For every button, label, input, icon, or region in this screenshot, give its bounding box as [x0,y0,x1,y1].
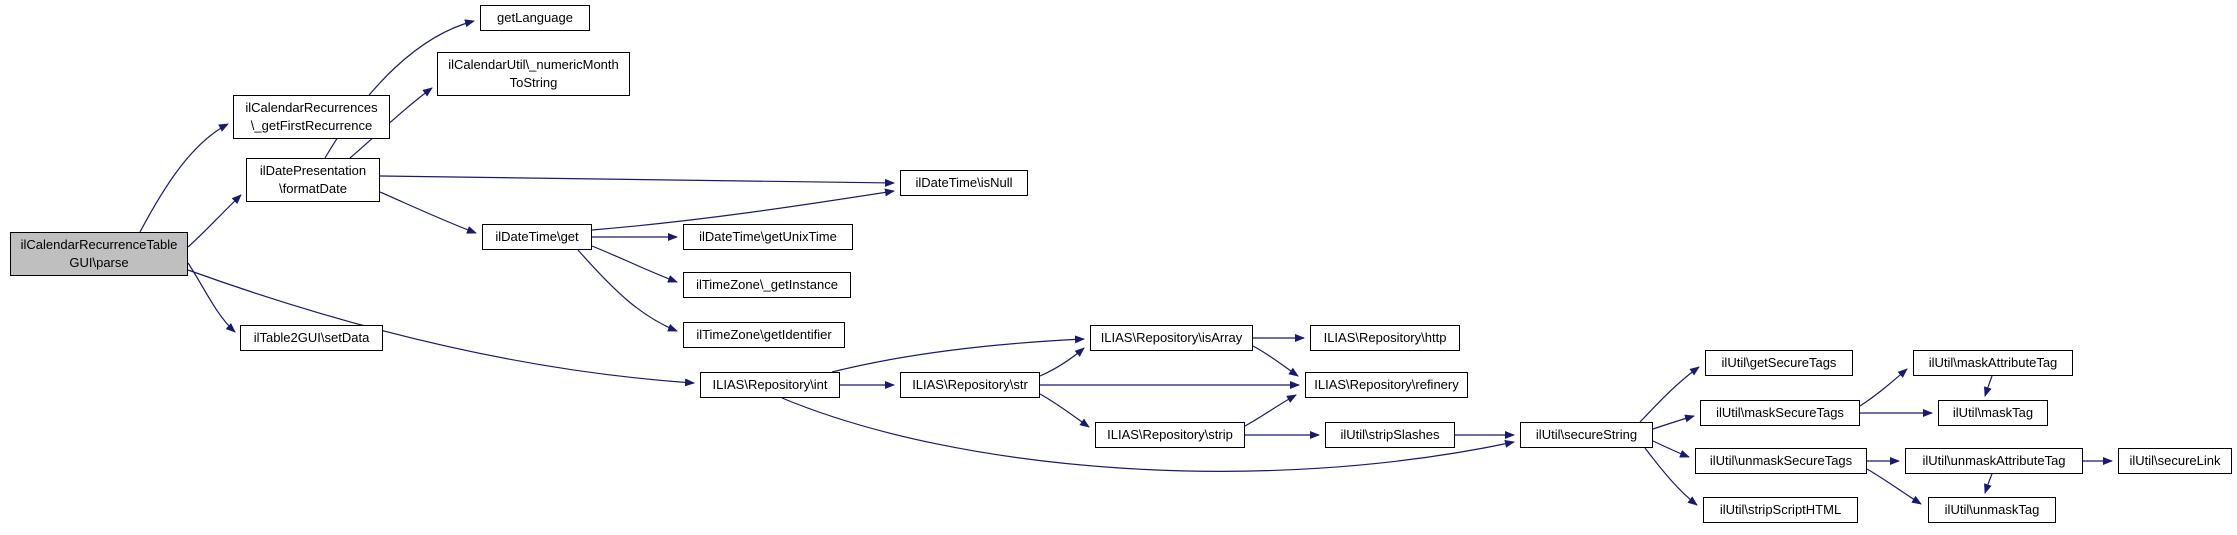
node-ilias-repository-refinery[interactable]: ILIAS\Repository\refinery [1305,372,1468,398]
node-ilutil-stripslashes[interactable]: ilUtil\stripSlashes [1325,422,1455,448]
node-ilutil-masktag[interactable]: ilUtil\maskTag [1938,400,2048,426]
node-ildatetime-getunixtime[interactable]: ilDateTime\getUnixTime [683,224,853,250]
edge-masksecuretags-to-maskattributetag [1859,368,1908,407]
node-ilutil-masksecuretags[interactable]: ilUtil\maskSecureTags [1700,400,1860,426]
node-ilutil-unmasksecuretags[interactable]: ilUtil\unmaskSecureTags [1695,448,1867,474]
node-iltimezone-getinstance[interactable]: ilTimeZone\_getInstance [683,272,851,298]
node-ilcalendarutil-numericmonthtostring[interactable]: ilCalendarUtil\_numericMonth ToString [437,52,630,96]
edge-int-to-securestring [781,397,1515,472]
node-ilutil-maskattributetag[interactable]: ilUtil\maskAttributeTag [1913,350,2073,376]
edge-parse-to-formatdate [187,194,242,248]
node-ilias-repository-strip[interactable]: ILIAS\Repository\strip [1095,422,1245,448]
edge-parse-to-setdata [187,262,236,333]
node-ilutil-securelink[interactable]: ilUtil\secureLink [2118,448,2232,474]
node-ilutil-unmasktag[interactable]: ilUtil\unmaskTag [1928,497,2056,523]
node-iltable2gui-setdata[interactable]: ilTable2GUI\setData [240,325,383,351]
node-iltimezone-getidentifier[interactable]: ilTimeZone\getIdentifier [683,322,845,348]
node-ilias-repository-http[interactable]: ILIAS\Repository\http [1310,325,1460,351]
edge-unmasksecuretags-to-unmasktag [1866,468,1922,505]
edge-securestring-to-unmasksecuretags [1652,440,1690,458]
node-getlanguage[interactable]: getLanguage [480,5,590,31]
node-ilutil-unmaskattributetag[interactable]: ilUtil\unmaskAttributeTag [1905,448,2083,474]
node-ilcalendarrecurrencetablegui-parse[interactable]: ilCalendarRecurrenceTable GUI\parse [10,232,188,276]
edge-parse-to-getfirstrecurrence [139,123,229,233]
edge-unmaskattributetag-to-unmasktag [1984,473,1993,494]
edge-get-to-isnull [591,188,895,231]
edge-formatdate-to-numericmonthtostring [349,87,433,159]
node-ildatetime-get[interactable]: ilDateTime\get [482,224,592,250]
edge-securestring-to-masksecuretags [1652,414,1695,430]
node-ilias-repository-int[interactable]: ILIAS\Repository\int [700,372,840,398]
edge-get-to-getinstance [591,245,678,283]
node-ildatetime-isnull[interactable]: ilDateTime\isNull [900,170,1028,196]
edge-parse-to-int [187,269,695,387]
edge-str-to-isarray [1039,347,1085,377]
edge-str-to-strip [1039,393,1090,428]
edge-strip-to-refinery [1244,394,1297,427]
edge-isarray-to-refinery [1252,345,1299,377]
edge-securestring-to-getsecuretags [1639,366,1700,423]
node-ilutil-getsecuretags[interactable]: ilUtil\getSecureTags [1705,350,1853,376]
node-ilutil-securestring[interactable]: ilUtil\secureString [1520,422,1653,448]
node-ilutil-stripscripthtml[interactable]: ilUtil\stripScriptHTML [1703,497,1858,523]
node-ilcalendarrecurrences-getfirstrecurrence[interactable]: ilCalendarRecurrences \_getFirstRecurren… [233,95,390,139]
edge-get-to-getidentifier [577,249,678,332]
node-ilias-repository-isarray[interactable]: ILIAS\Repository\isArray [1090,325,1253,351]
edge-maskattributetag-to-masktag [1984,375,1993,397]
node-ildatepresentation-formatdate[interactable]: ilDatePresentation \formatDate [246,158,380,202]
edge-int-to-isarray [831,335,1085,373]
edge-securestring-to-stripscripthtml [1644,447,1698,506]
node-ilias-repository-str[interactable]: ILIAS\Repository\str [900,372,1040,398]
edge-formatdate-to-isnull [379,175,895,187]
edge-formatdate-to-get [379,191,477,234]
